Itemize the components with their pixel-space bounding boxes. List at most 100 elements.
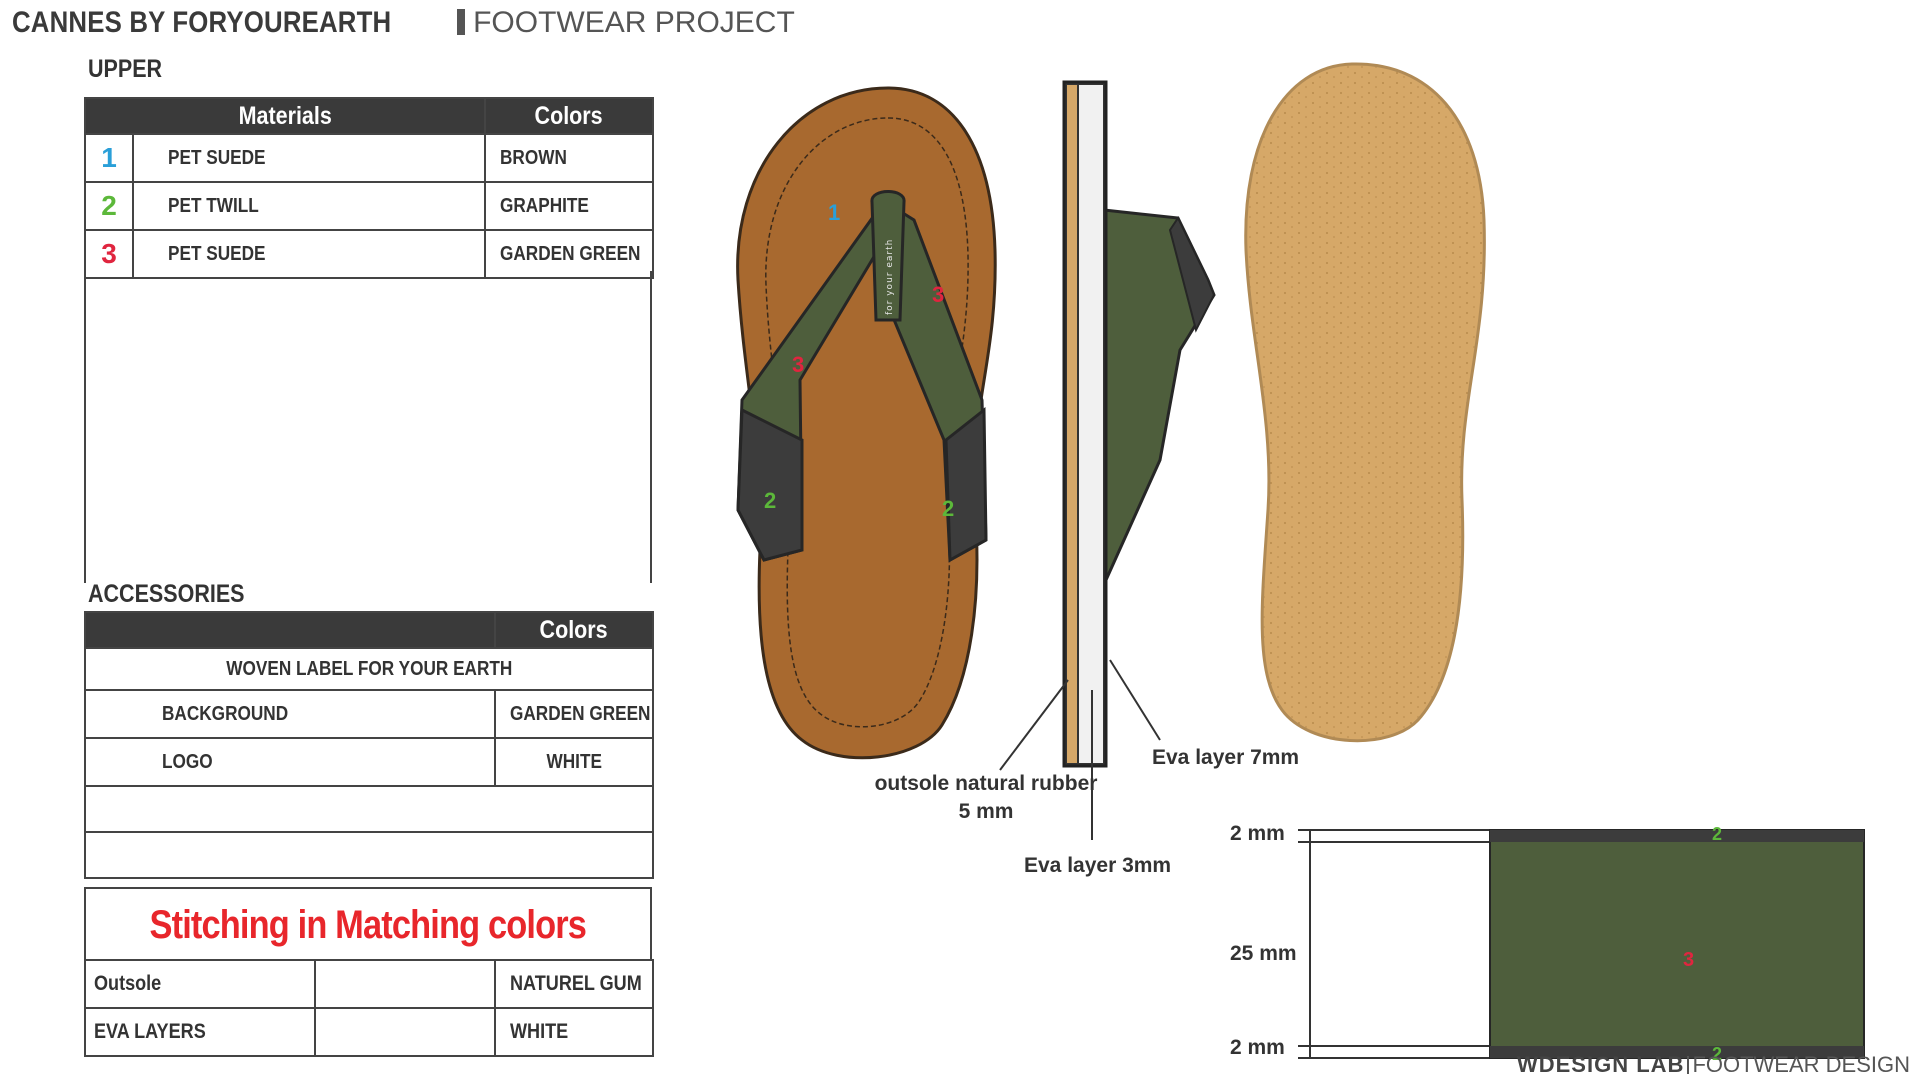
woven-label-text: WOVEN LABEL FOR YOUR EARTH: [225, 657, 513, 680]
table-row: EVA LAYERS WHITE: [84, 1007, 654, 1057]
table-row: 1 PET SUEDE BROWN: [84, 133, 655, 183]
footer-lab: WDESIGN LAB: [1516, 1052, 1685, 1077]
material-name: PET TWILL: [131, 181, 487, 231]
side-strap-graphite-edge: [1168, 215, 1216, 333]
sole-item: EVA LAYERS: [84, 1007, 316, 1057]
row-number: 1: [84, 133, 134, 183]
material-color-text: GARDEN GREEN: [500, 242, 641, 265]
material-color-text: BROWN: [500, 146, 567, 169]
accessory-item: BACKGROUND: [84, 689, 496, 739]
callout-label-3b: 3: [792, 352, 804, 377]
woven-label-row: WOVEN LABEL FOR YOUR EARTH: [84, 647, 654, 691]
accessories-colors-header-text: Colors: [539, 615, 609, 644]
dim-top-label: 2 mm: [1230, 822, 1285, 845]
table-row: LOGO WHITE: [84, 737, 654, 787]
callout-eva3: Eva layer 3mm: [1024, 854, 1172, 877]
accessory-color: GARDEN GREEN: [494, 689, 654, 739]
upper-table-empty-area: [84, 271, 652, 583]
strap-left-graphite-end: [736, 407, 804, 562]
sole-color-text: WHITE: [510, 1020, 569, 1043]
callout-label-1: 1: [828, 200, 840, 225]
upper-title-text: UPPER: [88, 55, 163, 83]
strap-section-top-edge: [1490, 830, 1864, 842]
table-row: WOVEN LABEL FOR YOUR EARTH: [84, 647, 654, 691]
sole-materials-table: Outsole NATUREL GUM EVA LAYERS WHITE: [84, 959, 654, 1057]
callout-leader-lines: [999, 659, 1161, 840]
sole-color: WHITE: [494, 1007, 654, 1057]
empty-row: [84, 831, 654, 879]
stitching-note-text: Stitching in Matching colors: [86, 903, 650, 948]
callout-eva7: Eva layer 7mm: [1152, 746, 1300, 769]
dim-bottom-label: 2 mm: [1230, 1036, 1285, 1059]
row-number: 2: [84, 181, 134, 231]
strap-section-label-middle: 3: [1683, 949, 1694, 971]
table-row: Outsole NATUREL GUM: [84, 959, 654, 1009]
row-number: 3: [84, 229, 134, 279]
table-row: 3 PET SUEDE GARDEN GREEN: [84, 229, 655, 279]
accessories-title-text: ACCESSORIES: [88, 580, 245, 608]
accessories-header-blank: [84, 611, 496, 649]
accessories-colors-header: Colors: [494, 611, 654, 649]
eva-layer-7mm: [1077, 83, 1105, 765]
material-color: BROWN: [484, 133, 655, 183]
sandal-top-view: for your earth 1 3 3 2 2: [736, 86, 997, 760]
strap-logo-text: for your earth: [885, 239, 895, 315]
sole-blank: [314, 959, 496, 1009]
material-color-text: GRAPHITE: [500, 194, 589, 217]
accessories-section-title: ACCESSORIES: [88, 580, 270, 609]
strap-section-bottom-edge: [1490, 1046, 1864, 1058]
title-separator: [457, 9, 466, 35]
callout-outsole-line2: 5 mm: [958, 800, 1014, 823]
sole-color: NATUREL GUM: [494, 959, 654, 1009]
sole-item: Outsole: [84, 959, 316, 1009]
material-color: GARDEN GREEN: [484, 229, 655, 279]
accessory-color: WHITE: [494, 737, 654, 787]
upper-table-header: Materials Colors: [83, 97, 655, 135]
stitching-note-label: Stitching in Matching colors: [149, 903, 587, 947]
callout-label-3a: 3: [932, 282, 944, 307]
materials-header-text: Materials: [238, 101, 332, 130]
footbed-stitch-line: [765, 117, 969, 728]
sandal-side-view: [1062, 80, 1216, 768]
sole-color-text: NATUREL GUM: [510, 972, 642, 995]
strap-section-label-bottom: 2: [1712, 1044, 1722, 1064]
outsole-bottom: [1244, 62, 1486, 743]
accessory-item-text: LOGO: [162, 750, 213, 773]
upper-section-title: UPPER: [88, 55, 174, 84]
strap-cross-section: 2 3 2: [1298, 824, 1865, 1064]
callout-outsole-line1: outsole natural rubber: [874, 772, 1098, 795]
material-name-text: PET SUEDE: [168, 242, 266, 265]
colors-header-text: Colors: [534, 101, 604, 130]
callout-label-2b: 2: [942, 496, 954, 521]
accessories-table: Colors WOVEN LABEL FOR YOUR EARTH BACKGR…: [84, 611, 654, 879]
footer-separator: [1687, 1056, 1690, 1074]
sole-item-text: Outsole: [94, 972, 162, 995]
outsole-layer: [1062, 80, 1108, 768]
accessories-table-header: Colors: [84, 611, 654, 649]
material-name: PET SUEDE: [131, 133, 487, 183]
footbed-outer: [736, 86, 997, 760]
dim-middle-label: 25 mm: [1230, 942, 1297, 965]
leader-outsole: [999, 679, 1069, 771]
callout-outsole: outsole natural rubber 5 mm: [866, 772, 1106, 824]
toe-post: [870, 190, 906, 322]
accessory-color-text: GARDEN GREEN: [510, 702, 651, 725]
upper-materials-table: Materials Colors 1 PET SUEDE BROWN 2 PET…: [83, 97, 655, 279]
material-name-text: PET SUEDE: [168, 146, 266, 169]
project-title: FOOTWEAR PROJECT: [473, 6, 795, 39]
table-row: BACKGROUND GARDEN GREEN: [84, 689, 654, 739]
colors-header: Colors: [484, 97, 655, 135]
leader-eva7: [1109, 659, 1161, 741]
footer-design: FOOTWEAR DESIGN: [1692, 1052, 1910, 1077]
accessory-color-text: WHITE: [546, 750, 602, 773]
material-name: PET SUEDE: [131, 229, 487, 279]
material-name-text: PET TWILL: [168, 194, 259, 217]
callout-label-2a: 2: [764, 488, 776, 513]
sole-item-text: EVA LAYERS: [94, 1020, 206, 1043]
page-footer: WDESIGN LAB FOOTWEAR DESIGN: [1517, 1052, 1910, 1078]
sandal-bottom-view: [1244, 62, 1486, 743]
table-row: 2 PET TWILL GRAPHITE: [84, 181, 655, 231]
accessory-item: LOGO: [84, 737, 496, 787]
strap-section-body: [1489, 829, 1865, 1059]
